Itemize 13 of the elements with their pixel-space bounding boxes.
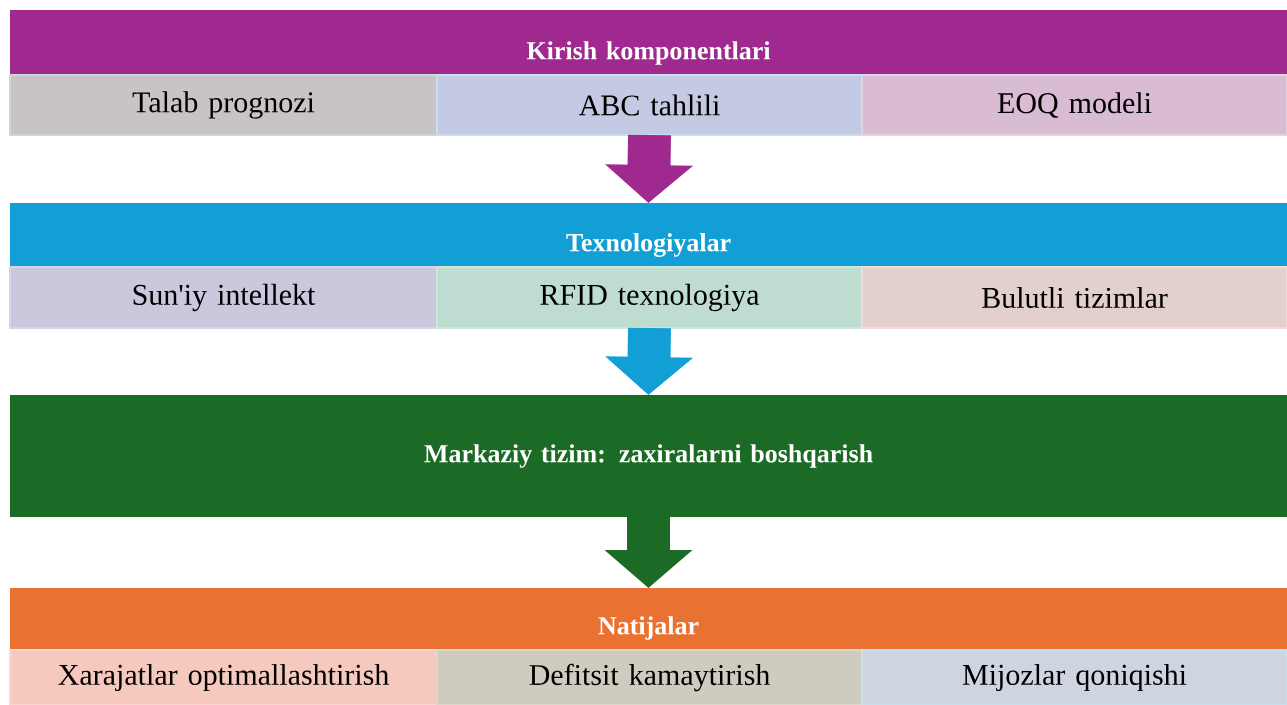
category-cell: ABC tahlili — [436, 74, 863, 136]
category-cell: Defitsit kamaytirish — [436, 649, 863, 705]
category-cell: Xarajatlar optimallashtirish — [9, 649, 438, 705]
band-header: Markaziy tizim: zaxiralarni boshqarish — [10, 395, 1287, 517]
category-cell: Bulutli tizimlar — [861, 266, 1287, 329]
category-cell: Sun'iy intellekt — [9, 266, 438, 329]
category-cell: EOQ modeli — [861, 74, 1287, 136]
category-cell: Mijozlar qoniqishi — [861, 649, 1287, 705]
band-header: Natijalar — [10, 588, 1287, 650]
category-cell: Talab prognozi — [9, 74, 438, 136]
band-header: Texnologiyalar — [10, 203, 1287, 267]
band-header: Kirish komponentlari — [10, 10, 1287, 75]
category-cell: RFID texnologiya — [436, 266, 863, 329]
